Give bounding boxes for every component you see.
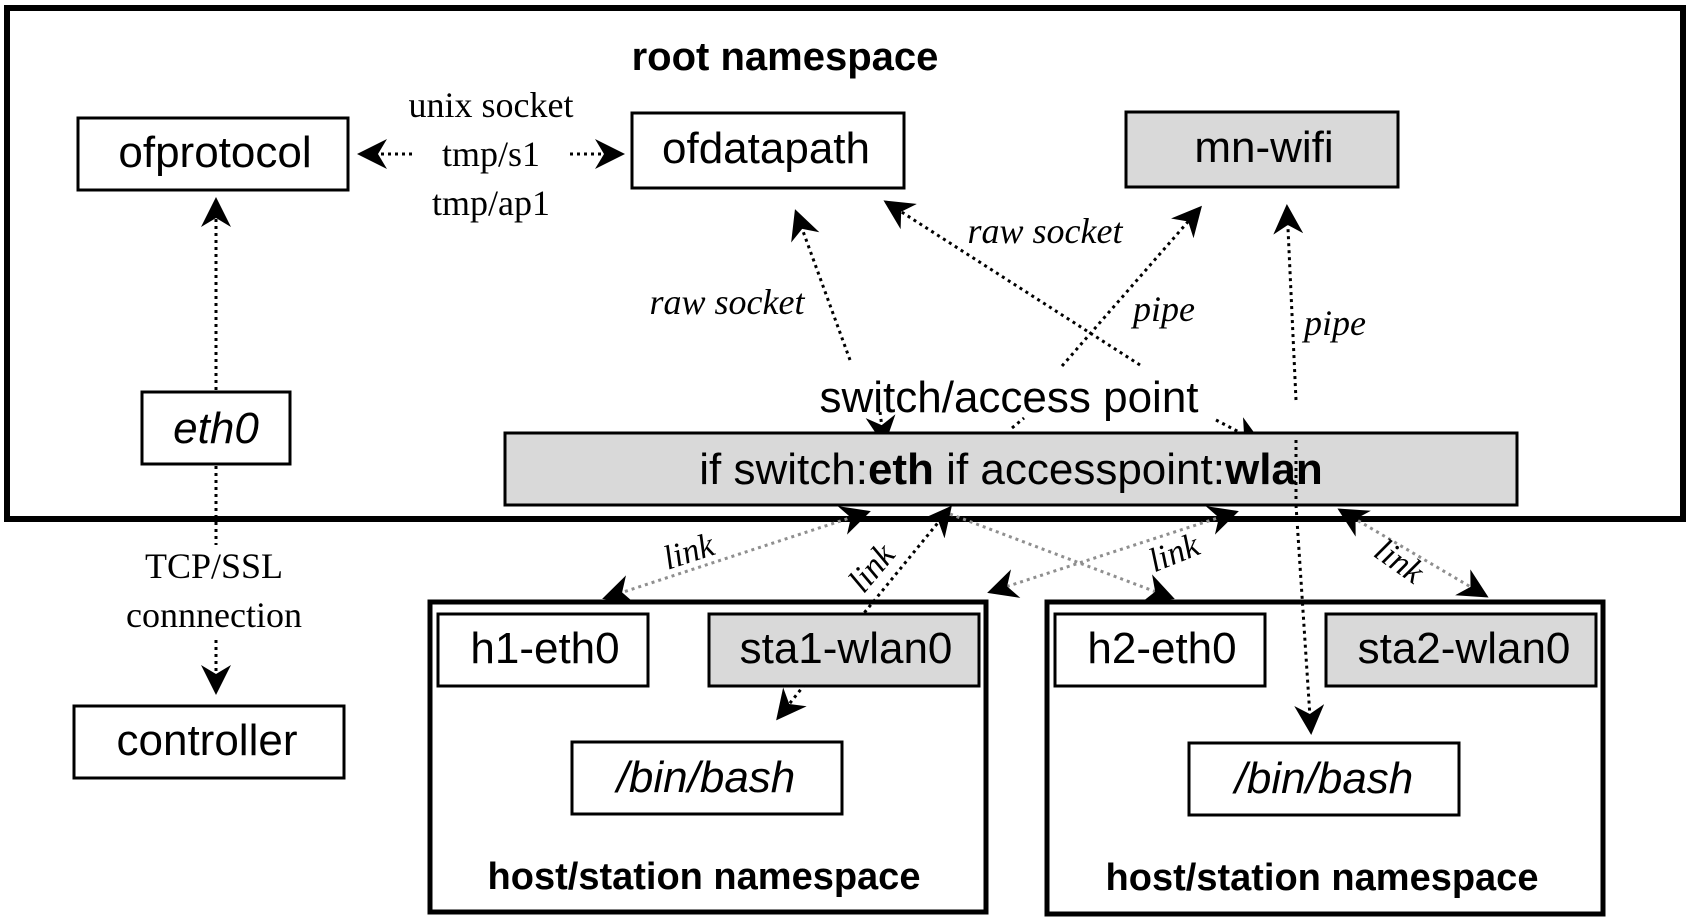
host-namespace-1-title: host/station namespace [488,856,921,898]
tcp-ssl-label: TCP/SSL connnection [126,546,302,635]
switch-bar-prefix: if switch: [699,445,868,494]
switch-bar-wlan: wlan [1224,445,1323,494]
sta1-wlan0-label: sta1-wlan0 [740,624,953,673]
svg-text:connnection: connnection [126,595,302,635]
switch-label-to-eth-arrow [865,411,896,446]
mn-wifi-label: mn-wifi [1194,123,1333,172]
ofprotocol-node: ofprotocol [76,116,350,192]
switch-bar-eth: eth [868,445,934,494]
switch-label-stub [1011,416,1025,430]
host-namespace-2: h2-eth0 sta2-wlan0 /bin/bash host/statio… [1044,599,1606,917]
ofprotocol-label: ofprotocol [118,128,311,177]
sta2-wlan0-box [1324,612,1598,688]
pipe-right-label: pipe [1301,303,1366,343]
host-namespace-1: h1-eth0 sta1-wlan0 /bin/bash host/statio… [427,599,989,915]
raw-socket-arrow-to-ofdatapath-left [791,209,852,361]
switch-label-to-wlan-arrow [1215,417,1263,445]
bash-box-2 [1187,741,1461,817]
raw-socket-right-label: raw socket [968,211,1124,251]
raw-socket-arrow-to-ofdatapath-right [883,200,1141,367]
bash-label-1: /bin/bash [614,753,796,802]
link-label-2: link [841,536,903,600]
ofdatapath-node: ofdatapath [630,111,906,190]
pipe-arrow-mn-wifi-to-bash [1273,204,1304,401]
link-label-3: link [1144,526,1206,580]
h1-eth0-box [436,612,650,688]
svg-text:TCP/SSL: TCP/SSL [145,546,283,586]
ofdatapath-label: ofdatapath [662,124,870,173]
svg-text:tmp/s1: tmp/s1 [442,134,540,174]
svg-text:tmp/ap1: tmp/ap1 [432,183,550,223]
root-namespace-title: root namespace [632,35,939,79]
switch-bar-middle: if accesspoint: [934,445,1225,494]
host-namespace-2-title: host/station namespace [1106,857,1539,899]
raw-socket-left-label: raw socket [650,282,806,322]
switch-access-point-label: switch/access point [819,373,1198,422]
switch-interface-bar: if switch:eth if accesspoint:wlan [503,431,1519,507]
svg-text:if switch:eth if accesspoint:w: if switch:eth if accesspoint:wlan [699,445,1323,494]
h2-eth0-label: h2-eth0 [1087,624,1236,673]
link-wlan-to-sta2 [1337,508,1489,598]
h1-eth0-label: h1-eth0 [470,624,619,673]
sta2-wlan0-label: sta2-wlan0 [1358,624,1571,673]
eth0-label: eth0 [173,404,259,453]
controller-label: controller [117,716,298,765]
link-label-1: link [659,526,720,577]
h2-eth0-box [1053,612,1267,688]
unix-socket-label: unix socket tmp/s1 tmp/ap1 [409,85,574,223]
link-wlan-to-sta1 [987,506,1239,598]
svg-text:unix socket: unix socket [409,85,574,125]
link-label-4: link [1368,532,1432,592]
pipe-arrow-to-right-bash [1294,504,1325,735]
bash-label-2: /bin/bash [1232,754,1414,803]
controller-node: controller [72,704,346,780]
link-eth-to-h2 [949,512,1175,603]
eth0-node: eth0 [140,390,292,466]
bash-box-1 [570,740,844,816]
link-h1-to-eth [602,506,871,604]
pipe-mid-label: pipe [1130,289,1195,329]
mn-wifi-node: mn-wifi [1124,110,1400,189]
sta1-wlan0-box [707,612,981,688]
